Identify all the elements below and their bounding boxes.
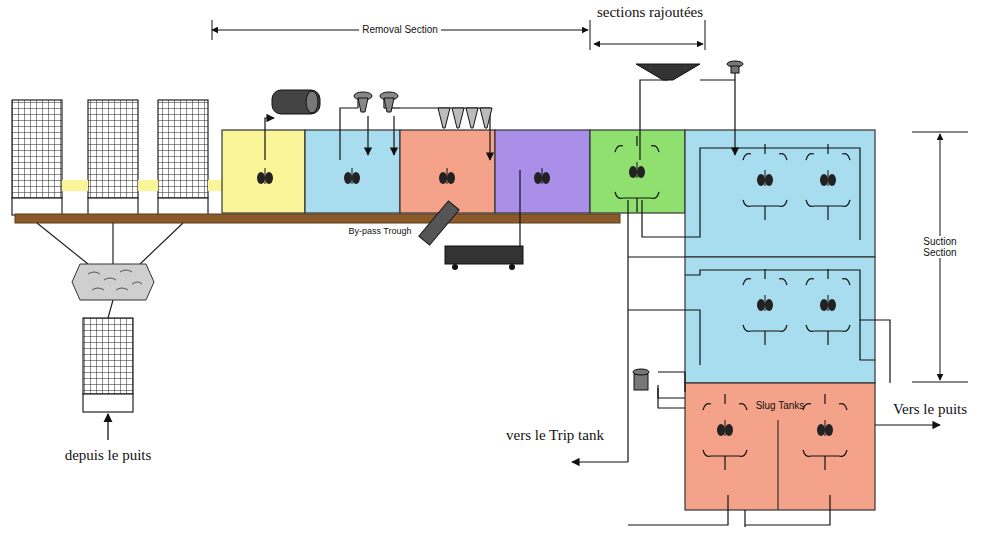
slug-pump: [633, 369, 649, 390]
agitators: [257, 162, 836, 436]
slug-tank: Slug Tanks: [685, 383, 875, 510]
flowline-screen: [83, 318, 133, 412]
possum-belly-texture: [88, 270, 142, 290]
section-brackets: [212, 20, 968, 382]
annotation-label: Vers le puits: [893, 401, 967, 418]
possum-belly: [72, 264, 154, 300]
bypass-trough: [15, 214, 620, 223]
annotation-label: vers le Trip tank: [506, 427, 604, 444]
annotation-label: By-pass Trough: [348, 227, 411, 237]
shale-shakers: [12, 100, 222, 215]
tank-label: Slug Tanks: [685, 383, 875, 411]
flowline-split: [37, 223, 183, 318]
removal-piping: [265, 72, 735, 248]
desilter: [438, 108, 492, 128]
annotation-label: sections rajoutées: [590, 4, 710, 21]
degasser: [272, 90, 320, 114]
mixing-pump: [727, 61, 743, 73]
mud-tanks: [222, 130, 875, 510]
suction-hooks: [615, 136, 850, 470]
transfer-piping: [572, 148, 940, 527]
annotation-label: Suction Section: [909, 236, 971, 258]
mixing-hopper: [636, 64, 700, 80]
annotation-label: Removal Section: [359, 24, 441, 35]
mud-cleaner: [419, 201, 523, 270]
annotation-label: depuis le puits: [65, 447, 152, 464]
desander: [354, 92, 398, 112]
inflow-arrow: [107, 414, 108, 440]
